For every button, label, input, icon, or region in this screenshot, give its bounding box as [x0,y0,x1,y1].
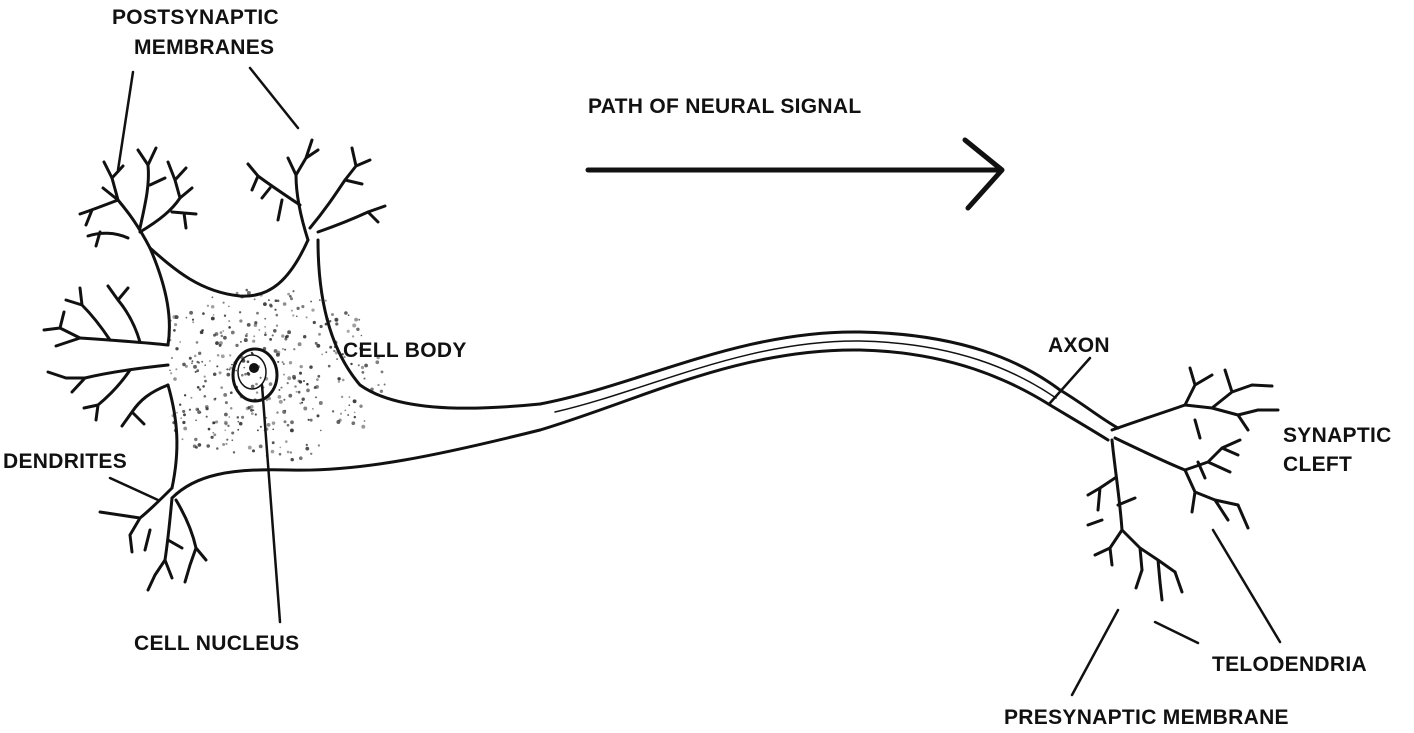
dendrites-lower-left [98,486,208,592]
dendrites-upper-left [78,146,198,250]
signal-direction-arrow-icon [585,137,1005,211]
label-axon: AXON [1048,334,1110,357]
leader-lines [108,66,1282,697]
cell-body-outline [148,238,542,500]
cell-nucleus [231,347,279,403]
telodendria [1086,366,1280,602]
cell-body-stipple [168,288,386,462]
label-synaptic-line2: CLEFT [1283,453,1352,476]
label-path-of-neural-signal: PATH OF NEURAL SIGNAL [588,95,861,118]
label-synaptic-line1: SYNAPTIC [1283,424,1392,447]
axon-shaft [538,330,1120,442]
label-telodendria: TELODENDRIA [1212,653,1367,676]
label-dendrites: DENDRITES [3,450,127,473]
dendrites-upper-right [246,138,387,242]
label-cell-nucleus: CELL NUCLEUS [134,632,299,655]
label-postsynaptic-line1: POSTSYNAPTIC [112,6,279,29]
label-postsynaptic-line2: MEMBRANES [134,36,274,59]
dendrites-left [42,284,170,428]
label-presynaptic-membrane: PRESYNAPTIC MEMBRANE [1004,706,1289,729]
label-cell-body: CELL BODY [343,339,467,362]
